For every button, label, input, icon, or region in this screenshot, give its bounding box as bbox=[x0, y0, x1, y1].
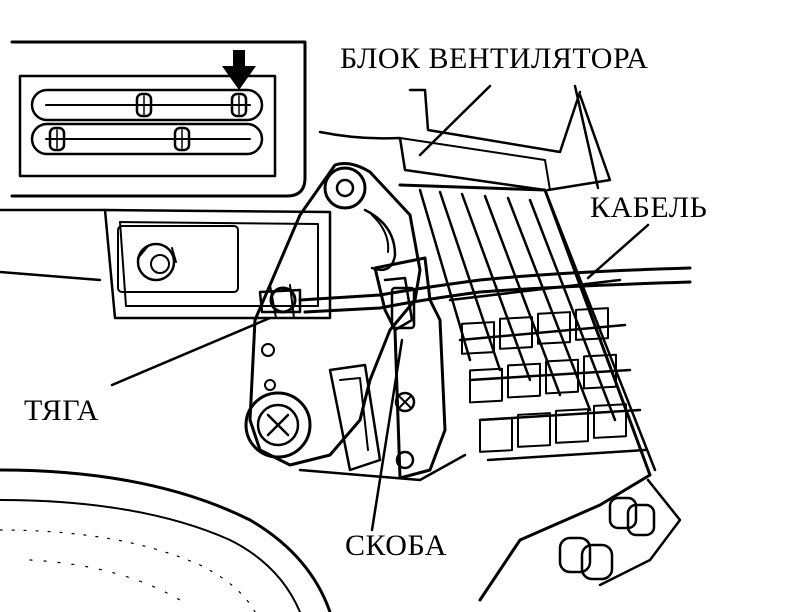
fan-grille bbox=[418, 188, 647, 462]
bracket-leader bbox=[370, 338, 404, 532]
lever-mechanism bbox=[244, 162, 422, 467]
control-panel-inset bbox=[10, 40, 307, 198]
fan-leader-right bbox=[573, 84, 600, 190]
fan-unit-housing bbox=[318, 88, 682, 602]
cable-leader bbox=[586, 223, 650, 280]
actuator-pulley bbox=[244, 391, 312, 459]
bolt-icon bbox=[136, 242, 177, 282]
bracket-label: СКОБА bbox=[345, 529, 447, 562]
slider-knob bbox=[135, 92, 153, 118]
housing-knobs bbox=[558, 496, 656, 581]
slider-knob bbox=[173, 126, 191, 152]
dashboard-outline bbox=[0, 208, 332, 612]
cable bbox=[258, 266, 692, 319]
rod-label: ТЯГА bbox=[24, 394, 99, 427]
rod-leader bbox=[110, 316, 272, 387]
slider-track-bottom bbox=[30, 122, 264, 156]
slider-track-top bbox=[30, 88, 264, 122]
fan-unit-label: БЛОК ВЕНТИЛЯТОРА bbox=[340, 42, 649, 75]
fan-leader-left bbox=[418, 84, 492, 157]
rod-connector bbox=[258, 284, 302, 319]
slider-knob bbox=[230, 92, 248, 118]
mounting-plate bbox=[103, 208, 332, 320]
slider-knob bbox=[48, 126, 66, 152]
down-arrow-icon bbox=[222, 50, 256, 90]
bracket-clamp bbox=[298, 256, 467, 482]
cable-label: КАБЕЛЬ bbox=[590, 191, 708, 224]
leader-lines bbox=[110, 84, 650, 532]
